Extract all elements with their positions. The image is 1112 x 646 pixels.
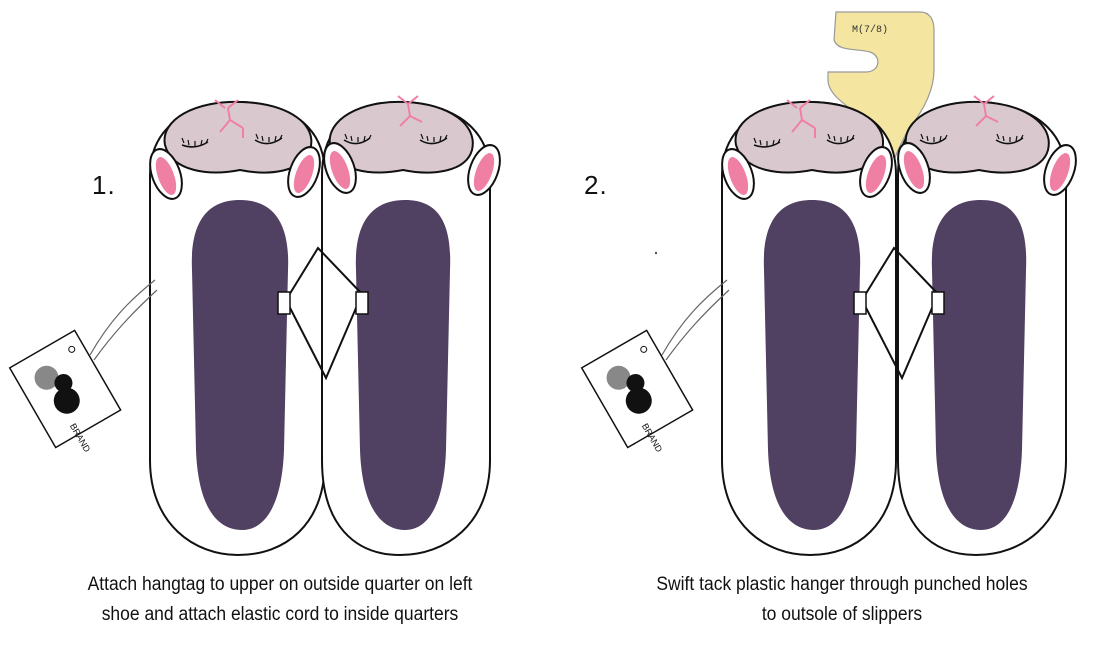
caption-line-1: Swift tack plastic hanger through punche… xyxy=(603,570,1081,600)
step-caption: Swift tack plastic hanger through punche… xyxy=(603,570,1081,630)
right-slipper xyxy=(318,96,506,555)
left-slipper xyxy=(716,100,898,555)
step-1-panel: 1. xyxy=(0,0,556,646)
hanger-size-text: M(7/8) xyxy=(852,24,888,36)
step-2-panel: 2. M(7/8) xyxy=(556,0,1112,646)
hangtag-icon: BRAND xyxy=(582,330,703,464)
right-slipper xyxy=(892,96,1082,555)
face-icon xyxy=(165,102,312,173)
slipper-pair-illustration: M(7/8) xyxy=(556,0,1112,646)
step-caption: Attach hangtag to upper on outside quart… xyxy=(41,570,519,630)
caption-line-2: shoe and attach elastic cord to inside q… xyxy=(41,600,519,630)
caption-line-2: to outsole of slippers xyxy=(603,600,1081,630)
hangtag-icon: BRAND xyxy=(10,330,131,464)
slipper-pair-illustration: BRAND xyxy=(0,0,556,646)
face-icon xyxy=(736,102,884,173)
left-slipper xyxy=(144,100,326,555)
caption-line-1: Attach hangtag to upper on outside quart… xyxy=(41,570,519,600)
